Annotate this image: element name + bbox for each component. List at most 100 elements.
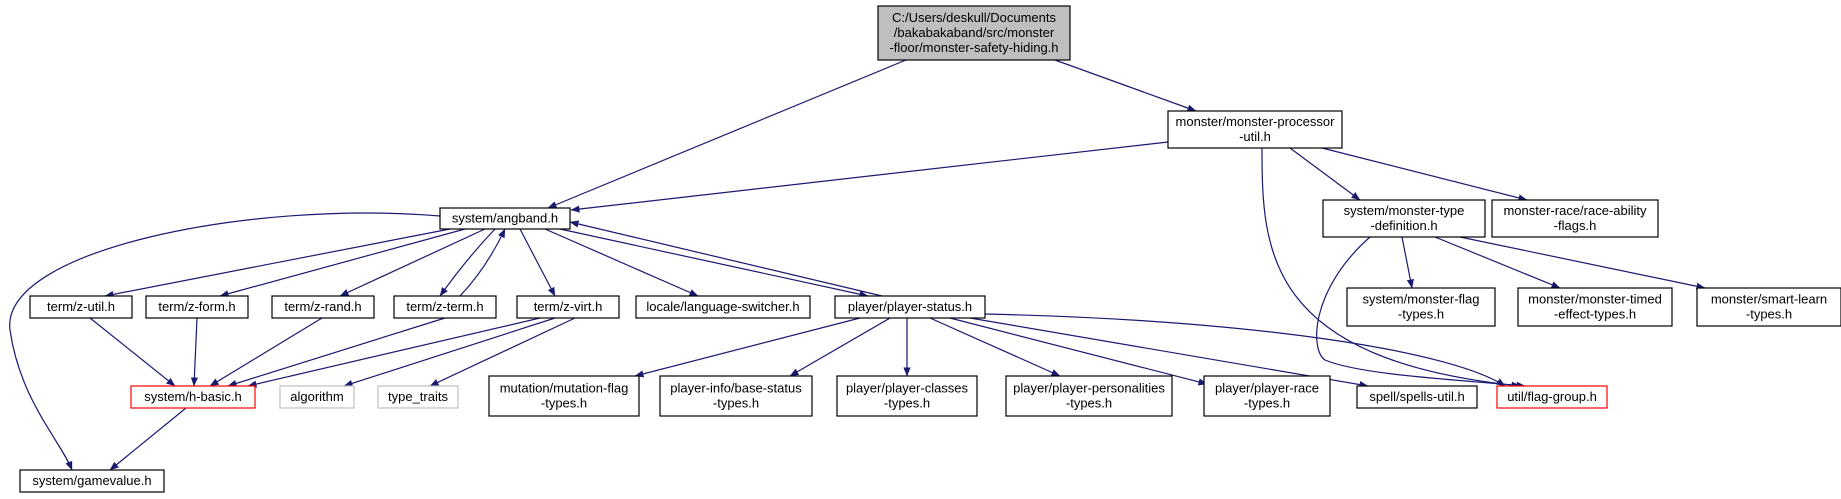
node-label: monster/monster-processor — [1176, 114, 1336, 129]
node-label: -types.h — [713, 396, 759, 411]
node-z-util[interactable]: term/z-util.h — [29, 295, 133, 319]
edge-player-status-to-spells-util — [969, 317, 1369, 389]
node-processor-util[interactable]: monster/monster-processor-util.h — [1167, 110, 1343, 149]
node-mutation-flag-types[interactable]: mutation/mutation-flag-types.h — [488, 375, 640, 417]
edge-z-form-to-h-basic — [190, 317, 198, 387]
node-label: player/player-race — [1215, 381, 1319, 396]
node-label: locale/language-switcher.h — [646, 299, 799, 314]
node-box — [1005, 375, 1173, 417]
node-z-term[interactable]: term/z-term.h — [393, 295, 497, 319]
node-label: -types.h — [541, 396, 587, 411]
node-box — [279, 385, 355, 409]
node-angband[interactable]: system/angband.h — [439, 207, 571, 230]
edge-monster-type-def-to-flag-group — [1316, 236, 1526, 389]
node-box — [29, 295, 133, 319]
edge-z-term-to-angband — [459, 228, 506, 297]
edge-root-to-angband — [547, 59, 907, 209]
node-box — [1696, 287, 1841, 327]
edge-processor-util-to-flag-group — [1261, 147, 1521, 389]
node-label: mutation/mutation-flag — [500, 381, 629, 396]
node-label: algorithm — [290, 389, 343, 404]
edge-angband-to-z-form — [219, 228, 466, 298]
node-monster-type-def[interactable]: system/monster-type-definition.h — [1322, 199, 1486, 238]
node-box — [439, 207, 571, 230]
node-label: /bakabakaband/src/monster — [894, 25, 1055, 40]
node-race-ability-flags[interactable]: monster-race/race-ability-flags.h — [1491, 199, 1659, 238]
node-spells-util[interactable]: spell/spells-util.h — [1356, 385, 1478, 409]
node-smart-learn-types[interactable]: monster/smart-learn-types.h — [1696, 287, 1841, 327]
edge-z-util-to-h-basic — [89, 317, 176, 387]
edge-angband-to-z-virt — [519, 228, 556, 297]
node-box — [877, 5, 1071, 61]
edge-monster-type-def-to-monster-timed-effect — [1434, 236, 1561, 289]
node-language-switcher[interactable]: locale/language-switcher.h — [635, 295, 811, 319]
node-box — [1203, 375, 1331, 417]
node-box — [1346, 287, 1496, 327]
node-label: monster/monster-timed — [1528, 292, 1662, 307]
node-algorithm[interactable]: algorithm — [279, 385, 355, 409]
edge-monster-type-def-to-monster-flag-types — [1401, 236, 1414, 289]
node-label: -floor/monster-safety-hiding.h — [889, 40, 1058, 55]
edge-player-status-to-flag-group — [984, 313, 1506, 387]
node-box — [834, 295, 986, 319]
edge-angband-to-gamevalue — [9, 212, 441, 471]
edge-player-status-to-player-personalities-types — [929, 317, 1061, 377]
node-box — [19, 469, 165, 493]
node-player-status[interactable]: player/player-status.h — [834, 295, 986, 319]
node-z-form[interactable]: term/z-form.h — [145, 295, 249, 319]
node-player-race-types[interactable]: player/player-race-types.h — [1203, 375, 1331, 417]
node-box — [145, 295, 249, 319]
node-label: spell/spells-util.h — [1369, 389, 1464, 404]
edge-player-status-to-mutation-flag-types — [634, 317, 861, 378]
edges-layer — [9, 59, 1706, 471]
node-gamevalue[interactable]: system/gamevalue.h — [19, 469, 165, 493]
edge-z-virt-to-algorithm — [343, 317, 556, 387]
node-label: term/z-virt.h — [534, 299, 603, 314]
node-box — [1167, 110, 1343, 149]
node-label: player/player-personalities — [1013, 381, 1165, 396]
node-label: C:/Users/deskull/Documents — [892, 10, 1056, 25]
node-label: player/player-status.h — [848, 299, 972, 314]
node-z-virt[interactable]: term/z-virt.h — [516, 295, 620, 319]
node-type-traits[interactable]: type_traits — [377, 385, 459, 409]
node-base-status-types[interactable]: player-info/base-status-types.h — [659, 375, 813, 417]
node-box — [488, 375, 640, 417]
node-z-rand[interactable]: term/z-rand.h — [271, 295, 375, 319]
node-box — [393, 295, 497, 319]
edge-angband-to-language-switcher — [544, 228, 699, 297]
node-label: system/angband.h — [452, 211, 558, 226]
node-label: type_traits — [388, 389, 448, 404]
node-monster-flag-types[interactable]: system/monster-flag-types.h — [1346, 287, 1496, 327]
node-label: player/player-classes — [846, 381, 969, 396]
node-box — [516, 295, 620, 319]
node-box — [836, 375, 978, 417]
node-label: system/gamevalue.h — [32, 473, 151, 488]
node-player-classes-types[interactable]: player/player-classes-types.h — [836, 375, 978, 417]
node-label: -flags.h — [1554, 218, 1597, 233]
node-flag-group[interactable]: util/flag-group.h — [1496, 385, 1608, 409]
node-box — [377, 385, 459, 409]
node-label: system/h-basic.h — [144, 389, 242, 404]
node-label: -effect-types.h — [1554, 307, 1636, 322]
node-label: -types.h — [1244, 396, 1290, 411]
edge-z-rand-to-h-basic — [209, 317, 323, 387]
edge-h-basic-to-gamevalue — [109, 407, 187, 471]
node-label: monster/smart-learn — [1711, 292, 1827, 307]
node-box — [1496, 385, 1608, 409]
node-label: -types.h — [1066, 396, 1112, 411]
node-monster-timed-effect[interactable]: monster/monster-timed-effect-types.h — [1517, 287, 1673, 327]
node-box — [659, 375, 813, 417]
node-h-basic[interactable]: system/h-basic.h — [130, 385, 256, 409]
node-box — [1356, 385, 1478, 409]
edge-processor-util-to-angband — [570, 141, 1169, 213]
edge-player-status-to-player-race-types — [949, 317, 1208, 386]
edge-angband-to-z-rand — [339, 228, 486, 297]
node-root[interactable]: C:/Users/deskull/Documents/bakabakaband/… — [877, 5, 1071, 61]
node-label: term/z-util.h — [47, 299, 115, 314]
nodes-layer: C:/Users/deskull/Documents/bakabakaband/… — [19, 5, 1841, 493]
node-box — [1322, 199, 1486, 238]
edge-root-to-processor-util — [1054, 59, 1197, 112]
node-label: system/monster-flag — [1362, 292, 1479, 307]
node-player-personalities-types[interactable]: player/player-personalities-types.h — [1005, 375, 1173, 417]
